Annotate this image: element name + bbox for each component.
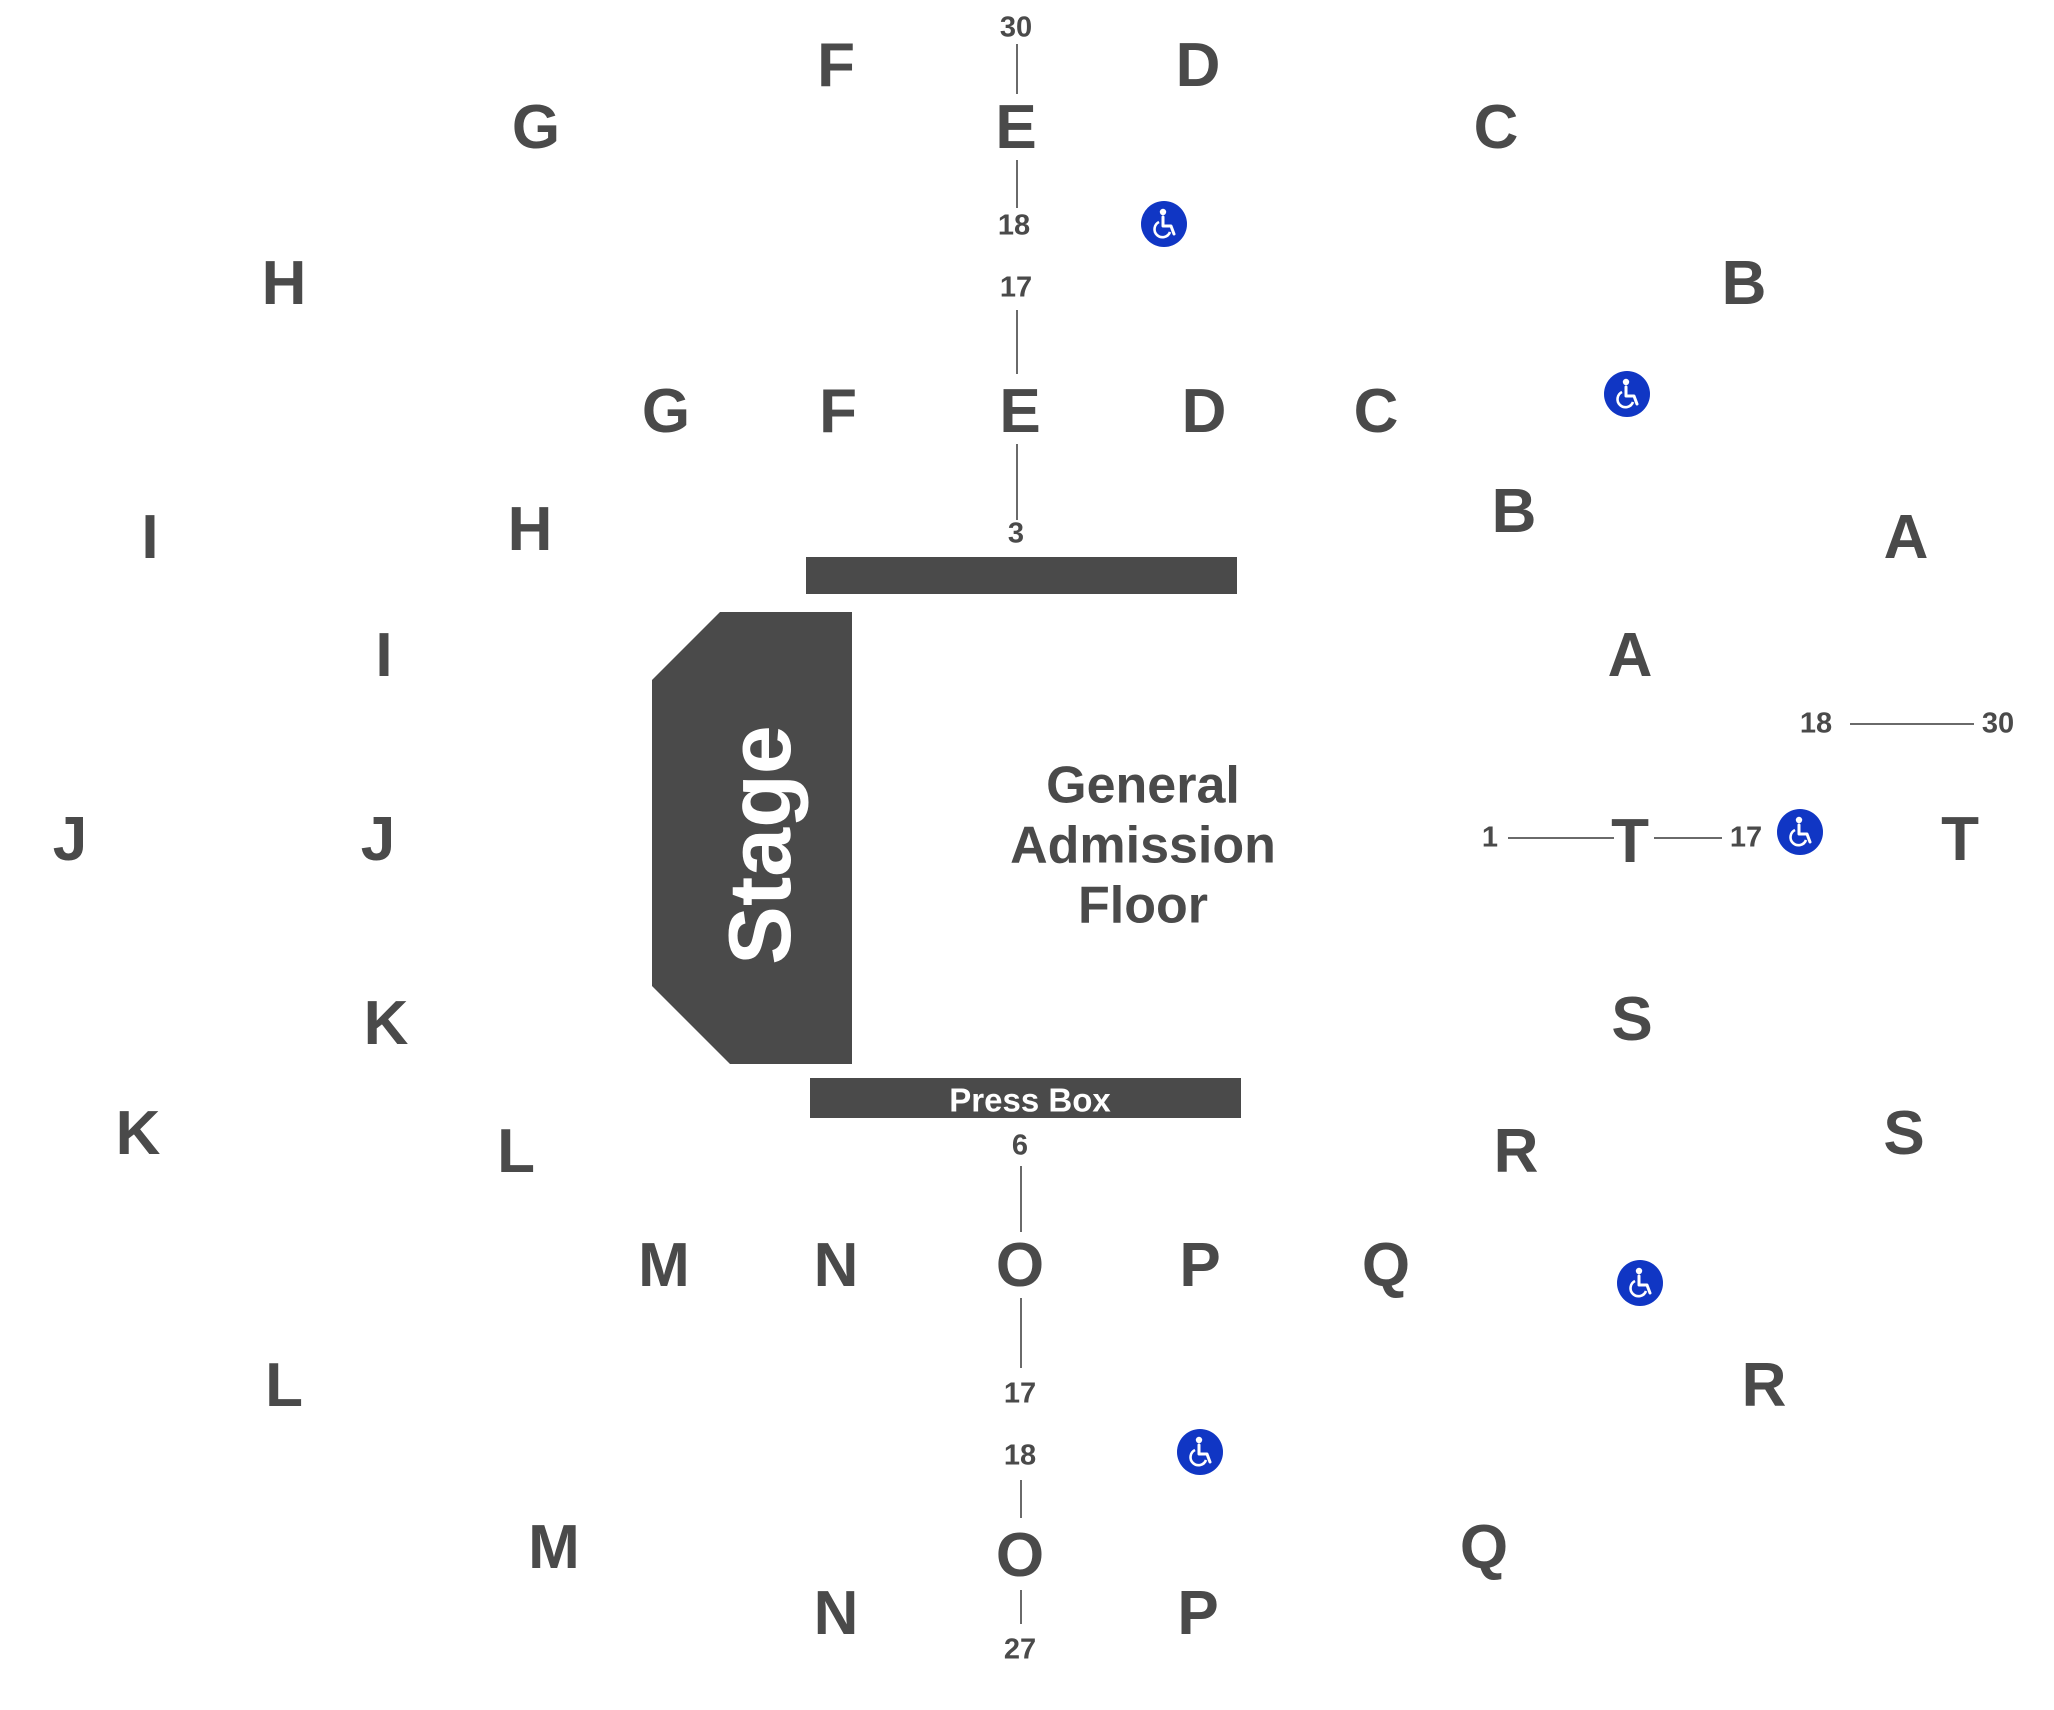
upper-bar <box>806 557 1237 594</box>
section-outer-q[interactable]: Q <box>1459 1513 1509 1582</box>
section-outer-i[interactable]: I <box>141 503 159 572</box>
wheelchair-icon[interactable] <box>1604 371 1650 417</box>
row-line <box>1020 1480 1022 1518</box>
section-inner-m[interactable]: M <box>638 1231 690 1300</box>
row-number: 18 <box>1799 707 1833 740</box>
section-outer-r[interactable]: R <box>1741 1351 1787 1420</box>
section-inner-e[interactable]: E <box>999 377 1041 446</box>
section-inner-a[interactable]: A <box>1607 621 1653 690</box>
press-box[interactable] <box>810 1078 1241 1118</box>
section-outer-c[interactable]: C <box>1473 93 1519 162</box>
section-outer-p[interactable]: P <box>1177 1579 1219 1648</box>
row-line <box>1020 1590 1022 1624</box>
section-inner-r[interactable]: R <box>1493 1117 1539 1186</box>
row-line <box>1016 444 1018 520</box>
row-number: 1 <box>1481 821 1499 854</box>
section-inner-q[interactable]: Q <box>1361 1231 1411 1300</box>
section-inner-g[interactable]: G <box>641 377 691 446</box>
general-admission-floor[interactable]: General Admission Floor <box>1010 756 1276 935</box>
section-inner-d[interactable]: D <box>1181 377 1227 446</box>
section-inner-s[interactable]: S <box>1611 985 1653 1054</box>
row-number: 17 <box>1003 1377 1037 1410</box>
section-inner-f[interactable]: F <box>819 377 857 446</box>
row-number: 27 <box>1003 1633 1037 1666</box>
section-outer-o[interactable]: O <box>995 1521 1045 1590</box>
row-number: 30 <box>999 11 1033 44</box>
row-number: 3 <box>1007 517 1025 550</box>
wheelchair-icon[interactable] <box>1777 809 1823 855</box>
row-number: 17 <box>999 271 1033 304</box>
stage-shape[interactable] <box>652 612 852 1064</box>
section-inner-i[interactable]: I <box>375 621 393 690</box>
section-inner-o[interactable]: O <box>995 1231 1045 1300</box>
section-inner-h[interactable]: H <box>507 495 553 564</box>
press-box-label: Press Box <box>949 1081 1111 1119</box>
section-outer-h[interactable]: H <box>261 249 307 318</box>
row-line <box>1020 1298 1022 1368</box>
section-outer-d[interactable]: D <box>1175 31 1221 100</box>
row-line <box>1016 160 1018 208</box>
section-outer-t[interactable]: T <box>1941 805 1979 874</box>
stage-label: Stage <box>710 725 809 965</box>
section-outer-e[interactable]: E <box>995 93 1037 162</box>
section-outer-f[interactable]: F <box>817 31 855 100</box>
wheelchair-icon[interactable] <box>1617 1260 1663 1306</box>
row-line <box>1850 723 1974 725</box>
row-line <box>1016 44 1018 94</box>
section-outer-l[interactable]: L <box>265 1351 303 1420</box>
section-inner-t[interactable]: T <box>1611 807 1649 876</box>
row-number: 18 <box>1003 1439 1037 1472</box>
section-inner-p[interactable]: P <box>1179 1231 1221 1300</box>
row-line <box>1020 1166 1022 1232</box>
row-number: 6 <box>1011 1129 1029 1162</box>
row-line <box>1654 837 1722 839</box>
section-outer-s[interactable]: S <box>1883 1099 1925 1168</box>
row-line <box>1508 837 1614 839</box>
wheelchair-icon[interactable] <box>1141 201 1187 247</box>
row-number: 17 <box>1729 821 1763 854</box>
row-number: 30 <box>1981 707 2015 740</box>
row-line <box>1016 310 1018 374</box>
section-inner-j[interactable]: J <box>360 805 396 874</box>
section-inner-b[interactable]: B <box>1491 477 1537 546</box>
section-outer-n[interactable]: N <box>813 1579 859 1648</box>
section-inner-c[interactable]: C <box>1353 377 1399 446</box>
floor-label-line: Admission <box>1010 816 1276 875</box>
section-outer-m[interactable]: M <box>528 1513 580 1582</box>
section-outer-a[interactable]: A <box>1883 503 1929 572</box>
floor-label-line: Floor <box>1078 875 1208 934</box>
section-inner-n[interactable]: N <box>813 1231 859 1300</box>
section-outer-g[interactable]: G <box>511 93 561 162</box>
section-inner-l[interactable]: L <box>497 1117 535 1186</box>
row-number: 18 <box>997 209 1031 242</box>
floor-label-line: General <box>1046 756 1240 815</box>
wheelchair-icon[interactable] <box>1177 1429 1223 1475</box>
section-outer-b[interactable]: B <box>1721 249 1767 318</box>
section-inner-k[interactable]: K <box>363 989 409 1058</box>
section-outer-k[interactable]: K <box>115 1099 161 1168</box>
section-outer-j[interactable]: J <box>52 805 88 874</box>
